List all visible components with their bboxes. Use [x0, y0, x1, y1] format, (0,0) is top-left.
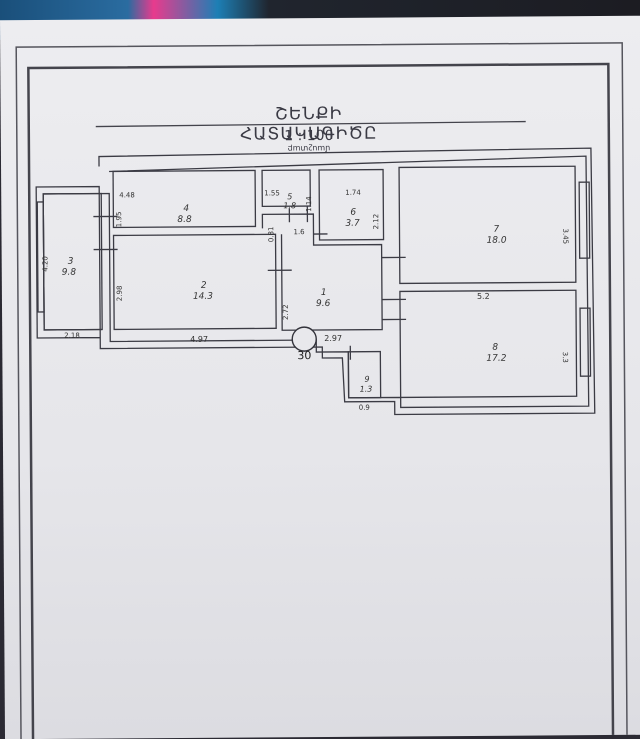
room-8-area: 17.2	[486, 354, 506, 364]
dim-label: 2.18	[64, 332, 80, 340]
room-7-number: 7	[493, 225, 499, 235]
dim-label: 2.98	[116, 286, 124, 302]
room-7-outline	[399, 166, 576, 283]
dim-label: 1.14	[305, 196, 313, 212]
dim-label: 1.95	[115, 212, 123, 228]
dim-label: 1.55	[264, 189, 280, 197]
dim-label: 2.72	[282, 304, 290, 320]
room-3-area: 9.8	[62, 268, 76, 278]
room-3-number: 3	[68, 257, 74, 267]
room-4-area: 8.8	[177, 215, 191, 225]
dim-label: 4.20	[41, 256, 49, 272]
window	[579, 182, 590, 258]
room-8-number: 8	[492, 343, 498, 353]
room-9-area: 1.3	[360, 385, 373, 394]
number-badge: 30	[294, 349, 314, 362]
room-9-number: 9	[364, 375, 369, 384]
room-2-number: 2	[201, 281, 207, 291]
dim-label: 4.97	[190, 335, 208, 344]
dim-label: 5.2	[477, 292, 490, 301]
room-1-outline	[262, 214, 382, 331]
scale-value: 1 : 100	[259, 128, 359, 145]
room-6-area: 3.7	[345, 219, 359, 229]
dim-label: 3.45	[561, 228, 569, 244]
room-6-outline	[319, 170, 383, 240]
room-8-outline	[400, 290, 577, 397]
room-4-number: 4	[183, 204, 189, 214]
window	[580, 308, 590, 376]
room-2-outline	[114, 234, 277, 329]
dim-label: 3.3	[561, 352, 569, 363]
dim-label: 1.74	[345, 189, 361, 197]
dim-label: 4.48	[119, 191, 135, 199]
scale-label: մասշտաբ	[269, 144, 349, 154]
dim-label: 0.9	[359, 404, 370, 412]
dim-label: 0.81	[267, 227, 275, 243]
dim-label: 1.6	[293, 228, 304, 236]
room-7-area: 18.0	[487, 236, 507, 246]
dim-label: 2.97	[324, 334, 342, 343]
room-6-number: 6	[350, 208, 356, 218]
room-5-area: 1.8	[283, 201, 296, 210]
paper-sheet: ՇԵՆՔԻ ՀԱՏԱԿԱԳԻԾԸ 1 : 100 մասշտաբ 1 9.6 2…	[0, 16, 640, 739]
room-5-number: 5	[287, 192, 292, 201]
room-1-number: 1	[321, 288, 327, 298]
room-1-area: 9.6	[316, 299, 330, 309]
room-2-area: 14.3	[193, 292, 213, 302]
badge-circle	[292, 327, 316, 351]
dim-label: 2.12	[372, 214, 380, 230]
